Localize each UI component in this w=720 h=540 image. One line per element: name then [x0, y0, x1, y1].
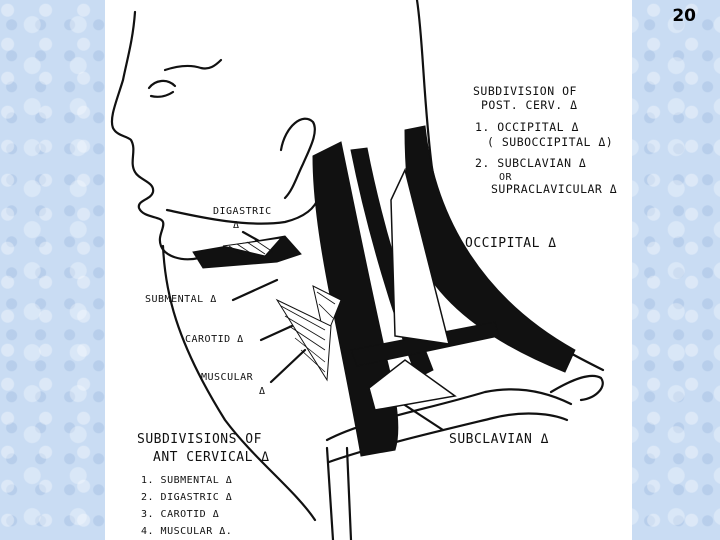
slide-number: 20 — [672, 6, 696, 26]
hairline — [165, 60, 221, 70]
label-subclavian: SUBCLAVIAN Δ — [449, 432, 549, 447]
ant-cervical-item-carotid: 3. CAROTID Δ — [141, 506, 232, 523]
label-carotid: CAROTID Δ — [185, 334, 244, 345]
ant-cervical-heading-line2: ANT CERVICAL Δ — [153, 450, 270, 465]
eyelid-line — [151, 92, 173, 97]
muscular-pointer — [271, 350, 305, 382]
label-digastric: DIGASTRIC — [213, 206, 272, 217]
label-digastric-symbol: Δ — [233, 220, 240, 231]
diagram-sheet: SUBDIVISION OF POST. CERV. Δ 1. OCCIPITA… — [105, 0, 632, 540]
post-cervical-item-suboccipital: ( SUBOCCIPITAL Δ) — [487, 135, 613, 149]
submental-pointer — [233, 280, 277, 300]
label-occipital: OCCIPITAL Δ — [465, 236, 557, 251]
ear-outline — [281, 119, 315, 198]
face-profile-outline — [112, 12, 199, 259]
label-muscular-symbol: Δ — [259, 386, 266, 397]
ant-cervical-heading-line1: SUBDIVISIONS OF — [137, 432, 262, 447]
post-cervical-heading-line1: SUBDIVISION OF — [473, 84, 577, 98]
label-muscular: MUSCULAR — [201, 372, 253, 383]
label-submental: SUBMENTAL Δ — [145, 294, 217, 305]
ant-cervical-item-submental: 1. SUBMENTAL Δ — [141, 472, 232, 489]
shoulder-outline — [551, 376, 603, 400]
ant-cervical-list: 1. SUBMENTAL Δ 2. DIGASTRIC Δ 3. CAROTID… — [141, 472, 232, 540]
post-cervical-item-supraclavicular: SUPRACLAVICULAR Δ — [491, 182, 617, 196]
post-cervical-heading-line2: POST. CERV. Δ — [481, 98, 578, 112]
eye-outline — [149, 81, 175, 88]
ant-cervical-item-digastric: 2. DIGASTRIC Δ — [141, 489, 232, 506]
ant-cervical-item-muscular: 4. MUSCULAR Δ. — [141, 523, 232, 540]
post-cervical-item-occipital: 1. OCCIPITAL Δ — [475, 120, 579, 134]
post-cervical-item-subclavian: 2. SUBCLAVIAN Δ — [475, 156, 586, 170]
